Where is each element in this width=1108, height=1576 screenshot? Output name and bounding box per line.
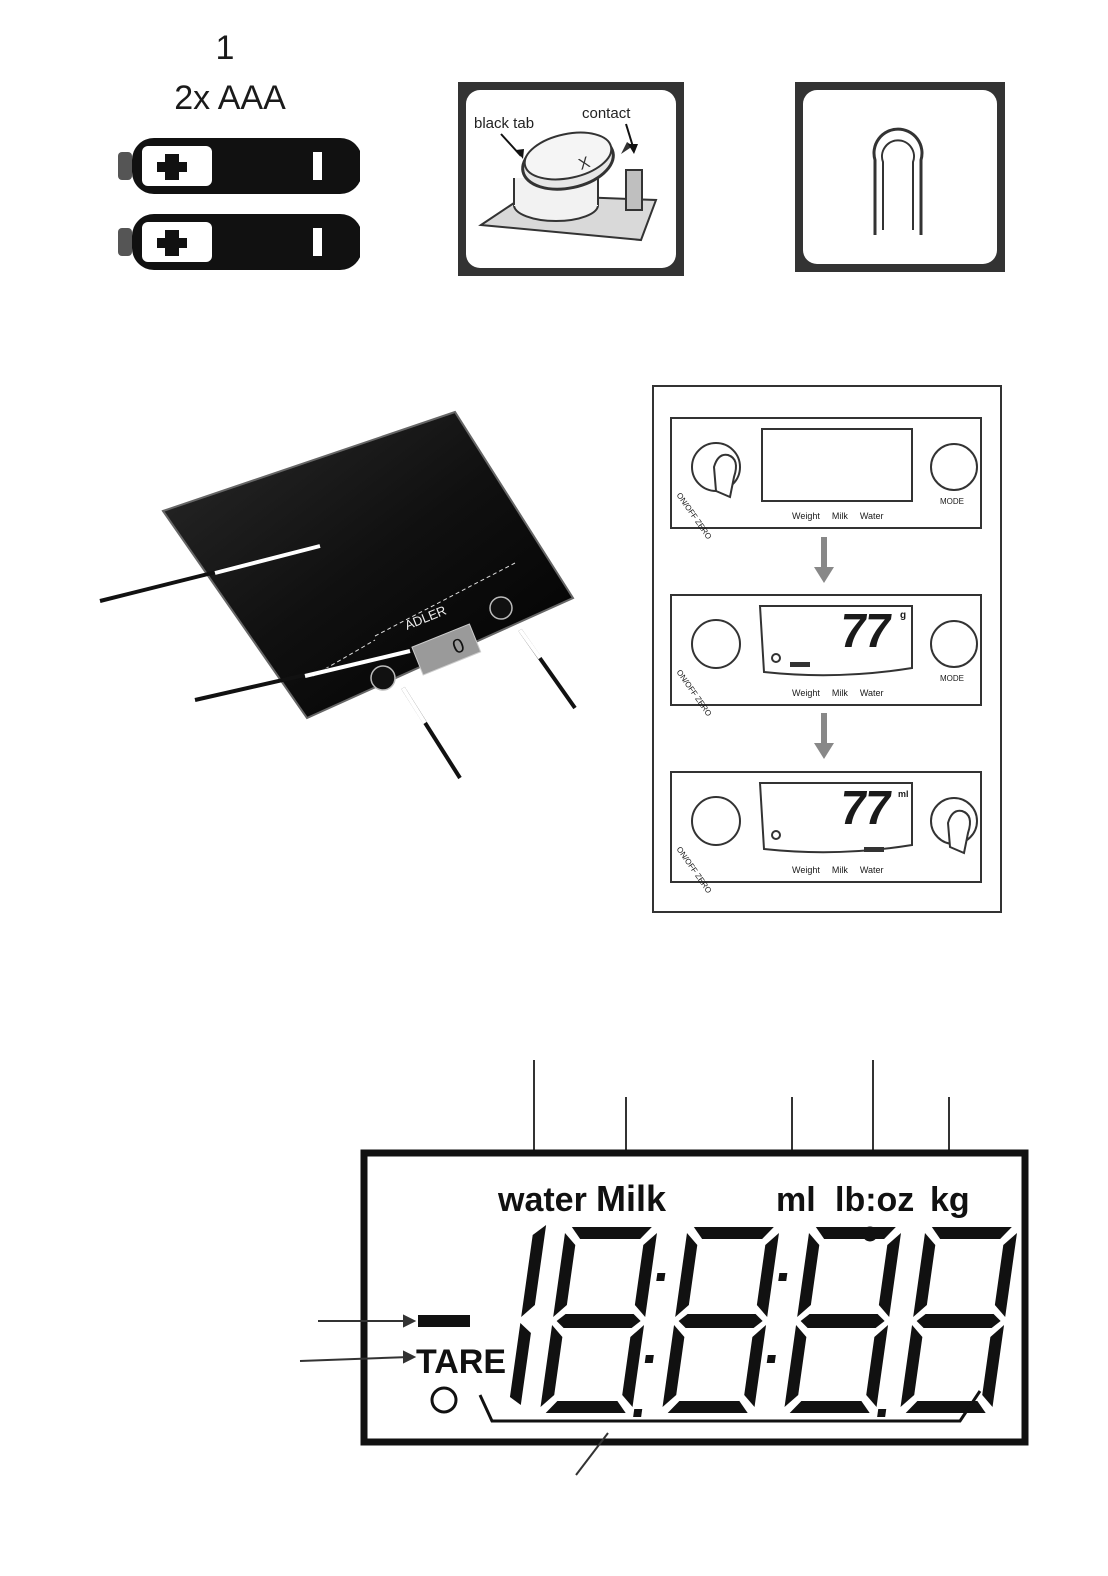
mode-label-water: Water [860, 865, 884, 875]
control-panel-step1: ON/OFF ZERO MODE Weight Milk Water [670, 417, 982, 529]
mode-label: MODE [940, 497, 964, 506]
mode-label: MODE [940, 674, 964, 683]
colon-dot [778, 1273, 787, 1281]
step3-reading: 77 [836, 781, 893, 836]
coin-cell-panel: X black tab contact [456, 80, 686, 278]
mode-labels: Weight Milk Water [792, 688, 884, 698]
control-panel-step3: 77 ml ON/OFF ZERO Weight Milk Water [670, 771, 982, 883]
onoff-zero-button[interactable] [692, 620, 740, 668]
mode-label-weight: Weight [792, 865, 820, 875]
finger-press-icon [714, 455, 736, 497]
mode-button[interactable] [931, 621, 977, 667]
pin-tool-panel [793, 80, 1007, 274]
step-number: 1 [180, 30, 270, 66]
unit-water: water [497, 1181, 587, 1219]
mode-label-milk: Milk [832, 511, 848, 521]
battery-spec: 2x AAA [140, 80, 320, 116]
mode-labels: Weight Milk Water [792, 511, 884, 521]
onoff-zero-button[interactable] [692, 797, 740, 845]
mode-label-weight: Weight [792, 511, 820, 521]
unit-lboz: lb:oz [835, 1181, 914, 1219]
decimal-dot [633, 1409, 642, 1417]
finger-press-icon [948, 811, 970, 853]
step2-reading: 77 [836, 604, 893, 659]
mode-label-water: Water [860, 511, 884, 521]
decimal-dot [877, 1409, 886, 1417]
step1-display [762, 429, 912, 501]
unit-ml: ml [776, 1181, 816, 1219]
onoff-zero-button[interactable] [371, 666, 395, 690]
mode-button[interactable] [490, 597, 512, 619]
tare-label: TARE [416, 1343, 506, 1381]
battery-icon [118, 214, 360, 270]
mode-button[interactable] [931, 444, 977, 490]
mode-labels: Weight Milk Water [792, 865, 884, 875]
mode-label-milk: Milk [832, 688, 848, 698]
mode-label-water: Water [860, 688, 884, 698]
unit-milk: Milk [596, 1178, 667, 1219]
aaa-batteries-illustration [110, 130, 360, 280]
control-panel-step2: 77 g ON/OFF ZERO MODE Weight Milk Water [670, 594, 982, 706]
mode-label-weight: Weight [792, 688, 820, 698]
battery-icon [118, 138, 360, 194]
kitchen-scale-photo: ADLER 0 [95, 408, 595, 788]
colon-dot [645, 1355, 654, 1363]
unit-kg: kg [930, 1181, 970, 1219]
label-black-tab: black tab [474, 115, 534, 132]
mode-sequence-diagram: ON/OFF ZERO MODE Weight Milk Water 77 g … [652, 385, 1002, 913]
contact-block [626, 170, 642, 210]
lcd-diagram: water Milk ml lb:oz kg TARE [290, 1055, 1040, 1490]
minus-indicator [418, 1315, 470, 1327]
mode-label-milk: Milk [832, 865, 848, 875]
step2-unit: g [900, 610, 906, 621]
arrow-down-icon [812, 713, 836, 763]
arrow-down-icon [812, 537, 836, 587]
step3-unit: ml [898, 789, 909, 799]
colon-dot [656, 1273, 665, 1281]
label-contact: contact [582, 105, 631, 122]
colon-dot [767, 1355, 776, 1363]
